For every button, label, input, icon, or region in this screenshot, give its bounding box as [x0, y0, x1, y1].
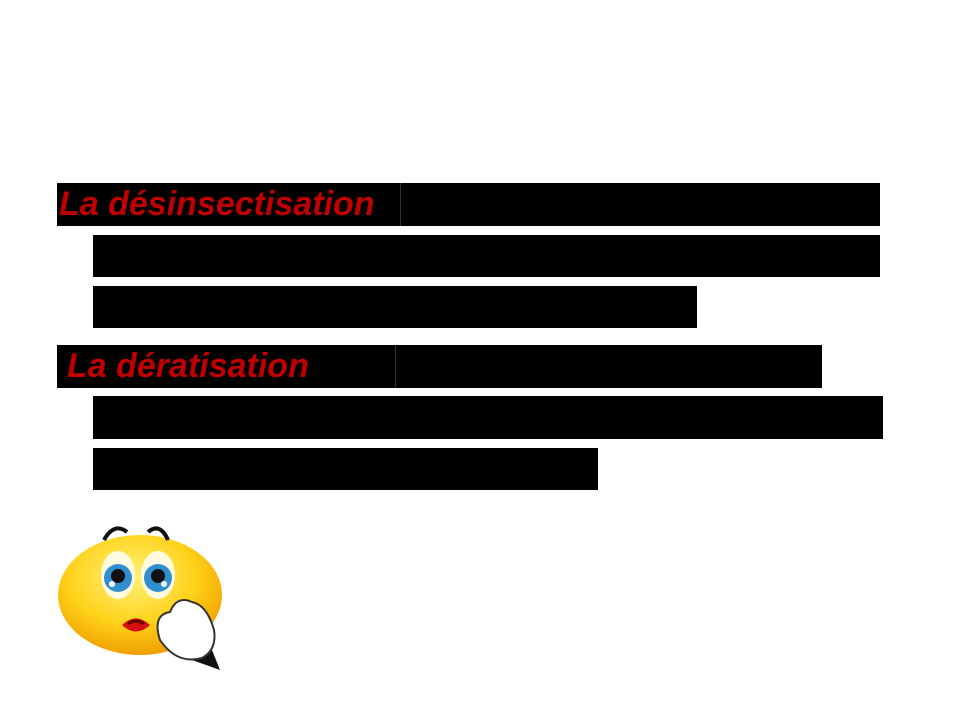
heading-label: La désinsectisation: [57, 183, 401, 226]
section-heading-desinsectisation: La désinsectisation: [57, 183, 880, 226]
worried-smiley-icon: [58, 526, 222, 670]
redacted-text-line: [93, 286, 697, 328]
section-heading-deratisation: La dératisation: [57, 345, 822, 388]
heading-label: La dératisation: [57, 345, 396, 388]
redacted-text-line: [93, 396, 883, 439]
redacted-text-line: [93, 448, 598, 490]
redacted-text-line: [93, 235, 880, 277]
